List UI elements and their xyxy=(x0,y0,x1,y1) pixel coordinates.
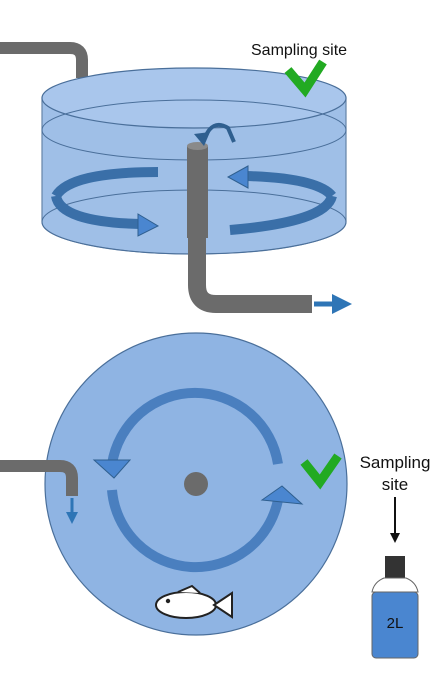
bottle-icon: 2L xyxy=(371,556,419,659)
tank-top-rim xyxy=(41,67,347,129)
central-standpipe xyxy=(187,146,208,238)
circulation-arrowhead-back xyxy=(226,165,249,189)
bottle-cap xyxy=(385,556,405,578)
circular-flow-arc-lower xyxy=(107,489,283,573)
top-view-tank xyxy=(0,332,348,636)
side-view-tank: Sampling site xyxy=(0,42,352,314)
sampling-site-label-right-line2: site xyxy=(382,475,408,494)
inlet-pipe-bottom xyxy=(0,460,78,496)
circulation-band-back-left xyxy=(51,167,159,199)
overflow-arc-arrowhead xyxy=(194,132,210,146)
check-icon xyxy=(300,453,342,490)
outlet-pipe xyxy=(188,238,312,313)
check-icon xyxy=(284,59,327,98)
bottle-body xyxy=(371,591,419,659)
circulation-arrowhead-front xyxy=(137,213,160,237)
circulation-band-front-left xyxy=(51,194,141,229)
inlet-pipe-top xyxy=(0,42,88,78)
bottle-neck xyxy=(371,577,419,593)
sampling-site-label-right-line1: Sampling xyxy=(360,453,431,472)
circulation-band-front-right xyxy=(229,194,337,235)
circular-flow-arc-upper xyxy=(107,387,283,465)
sampling-bottle-group: Sampling site 2L xyxy=(360,453,431,659)
circulation-band-back-right xyxy=(245,171,336,200)
circular-flow-arrowhead-right xyxy=(260,485,304,505)
fish-icon xyxy=(155,584,233,619)
center-drain xyxy=(184,472,208,496)
sampling-site-label-top: Sampling site xyxy=(251,42,347,59)
bottle-volume-label: 2L xyxy=(387,615,404,632)
circular-flow-arrowhead-left xyxy=(92,459,132,479)
